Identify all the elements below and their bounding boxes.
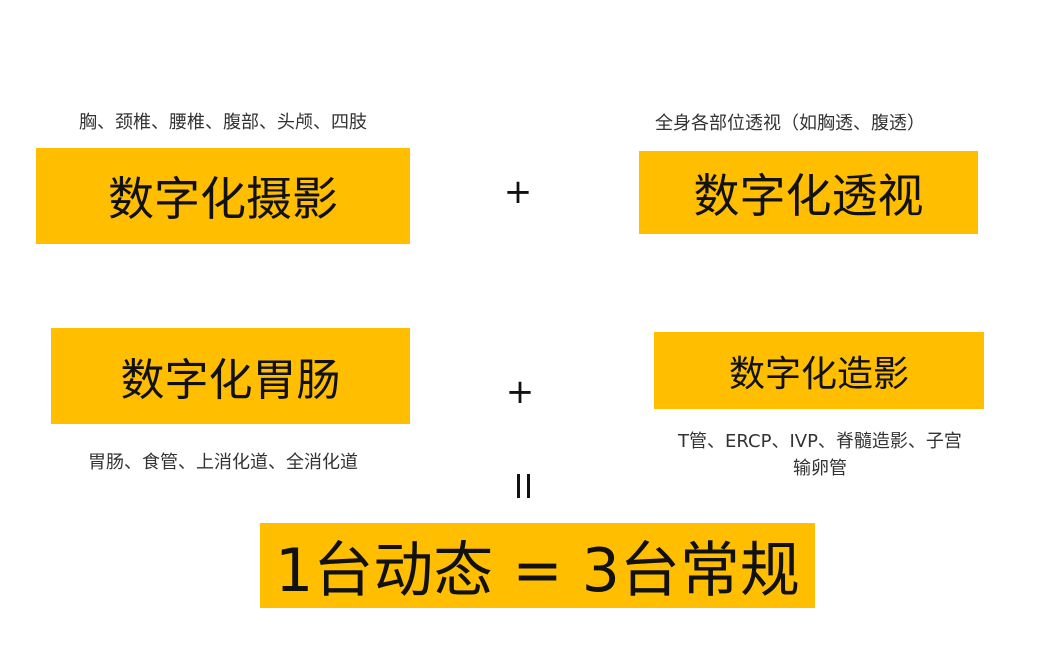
label-digital-gastrointestinal: 数字化胃肠 — [120, 355, 341, 406]
box-digital-gastrointestinal: 数字化胃肠 — [51, 328, 410, 424]
caption-digital-radiography: 胸、颈椎、腰椎、腹部、头颅、四肢 — [79, 112, 367, 133]
box-digital-radiography: 数字化摄影 — [36, 148, 410, 244]
plus-operator-bottom: + — [505, 372, 535, 412]
caption-digital-fluoroscopy: 全身各部位透视（如胸透、腹透） — [655, 113, 925, 134]
caption-digital-gastrointestinal: 胃肠、食管、上消化道、全消化道 — [88, 452, 358, 473]
label-digital-fluoroscopy: 数字化透视 — [693, 168, 924, 223]
box-digital-fluoroscopy: 数字化透视 — [639, 151, 978, 234]
result-box: 1台动态 = 3台常规 — [260, 523, 815, 608]
equals-operator-vertical — [514, 474, 534, 498]
label-digital-contrast-imaging: 数字化造影 — [728, 353, 909, 395]
plus-operator-top: + — [503, 172, 533, 212]
box-digital-contrast-imaging: 数字化造影 — [654, 332, 984, 409]
caption-contrast-line-1: T管、ERCP、IVP、脊髓造影、子宫 — [678, 431, 962, 452]
result-label: 1台动态 = 3台常规 — [275, 536, 800, 606]
label-digital-radiography: 数字化摄影 — [108, 172, 338, 226]
caption-contrast-line-2: 输卵管 — [793, 458, 847, 479]
caption-digital-contrast-imaging: T管、ERCP、IVP、脊髓造影、子宫 输卵管 — [630, 428, 1010, 482]
